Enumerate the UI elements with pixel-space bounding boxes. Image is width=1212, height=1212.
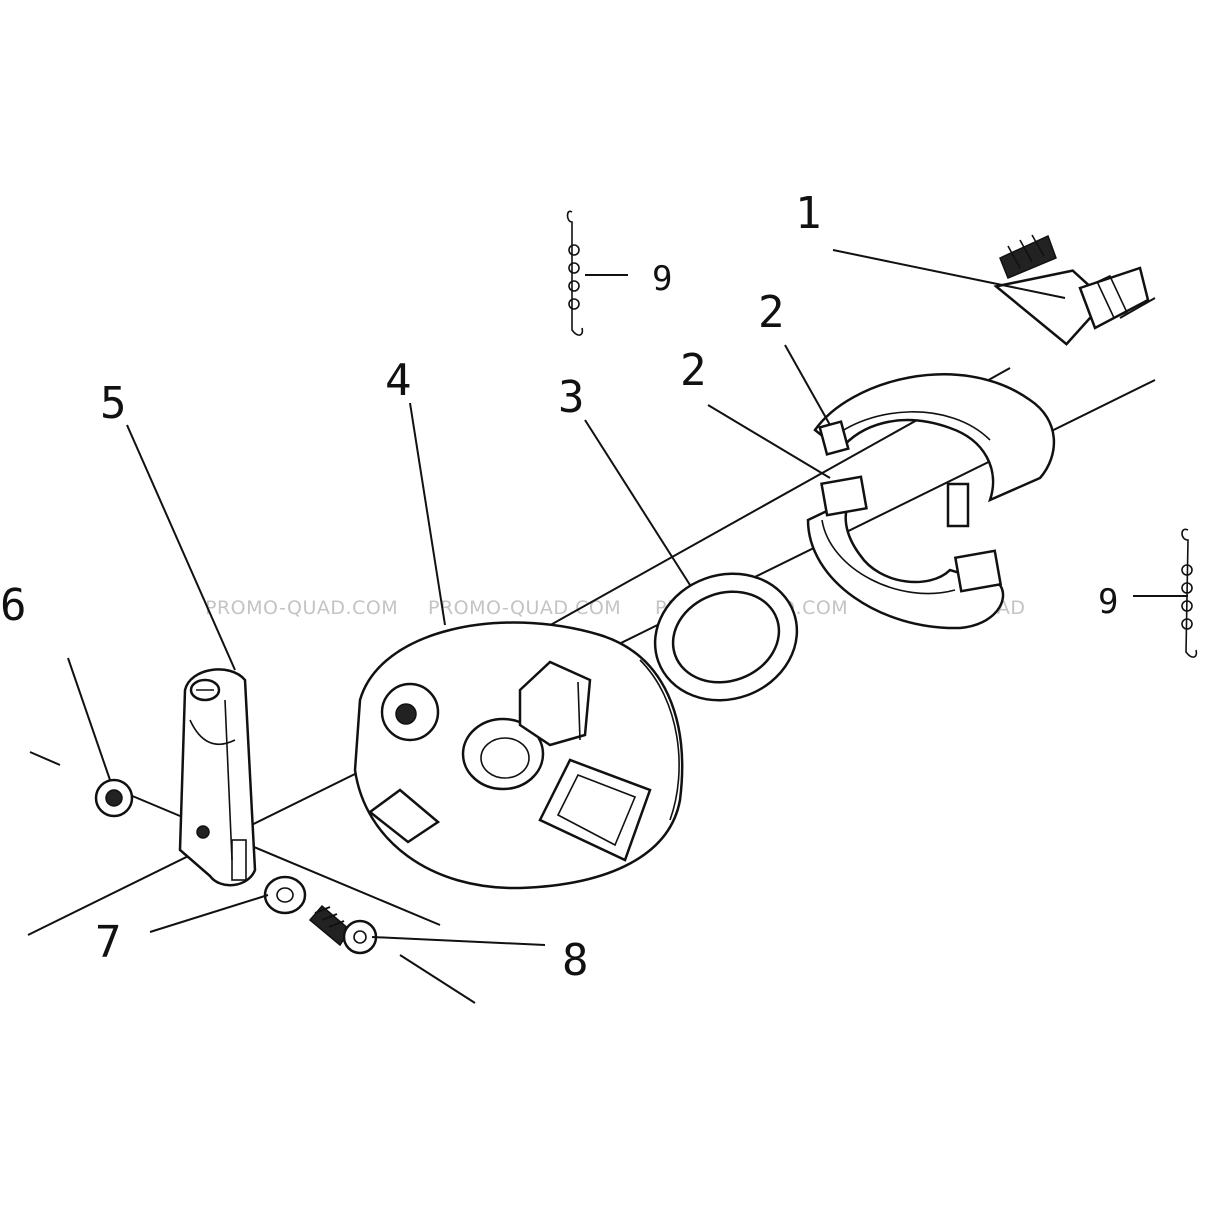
nut-icon [94, 778, 134, 818]
leader-line-3 [584, 419, 691, 586]
axis-line-segment [1119, 297, 1156, 319]
watermark-text: PROMO-QUAD.COM [428, 597, 621, 619]
bolt-icon [308, 904, 378, 955]
brake-arm-icon [178, 668, 257, 887]
callout-7: 7 [95, 917, 122, 968]
leader-line-1 [832, 249, 1066, 299]
callout-5: 5 [100, 378, 127, 429]
brake-shoe-icon [806, 373, 1056, 630]
callout-6: 6 [0, 580, 27, 631]
leader-line-6 [67, 657, 111, 781]
washer-icon [263, 875, 307, 915]
callout-9: 9 [652, 259, 672, 299]
leader-line-7 [149, 894, 269, 933]
callout-2: 2 [758, 287, 785, 338]
seal-ring-icon [653, 572, 799, 702]
callout-4: 4 [385, 355, 412, 406]
brake-cam-shaft-icon [993, 234, 1150, 346]
spring-icon [1181, 528, 1198, 658]
callout-9: 9 [1098, 582, 1118, 622]
leader-line-5 [126, 424, 236, 671]
leader-line-2b [707, 404, 831, 479]
leader-lines [67, 249, 1188, 946]
callout-3: 3 [558, 372, 585, 423]
watermark-text: PROMO-QUAD.COM [205, 597, 398, 619]
callout-2: 2 [680, 345, 707, 396]
leader-line-2a [784, 344, 831, 426]
callout-8: 8 [562, 935, 589, 986]
brake-panel-icon [353, 621, 684, 890]
axis-line-segment [29, 751, 61, 766]
callout-labels: 1 2 2 3 4 5 6 7 8 9 9 [0, 188, 1118, 986]
spring-icon [566, 210, 584, 336]
leader-line-4 [409, 402, 446, 626]
axis-line-segment [399, 954, 476, 1004]
leader-line-8 [371, 936, 546, 946]
callout-1: 1 [795, 188, 822, 239]
